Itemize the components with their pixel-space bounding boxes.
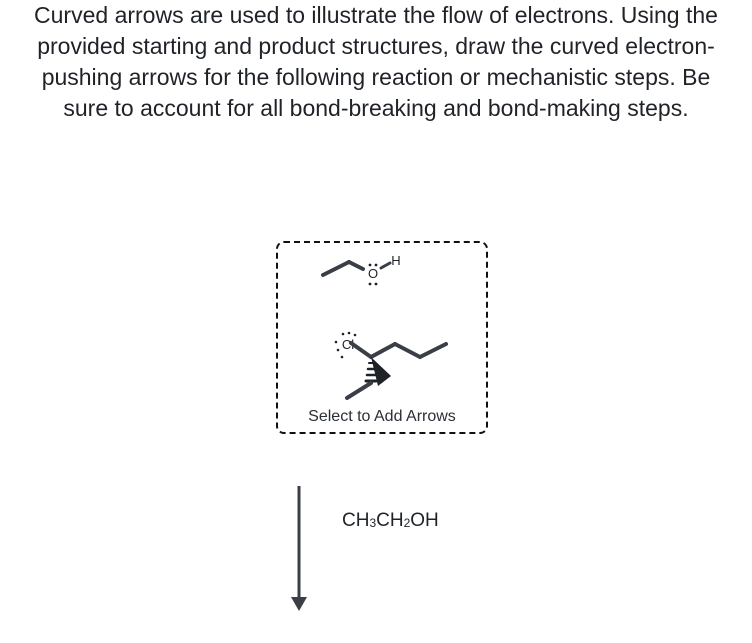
reaction-arrow-icon bbox=[291, 486, 307, 611]
bond-hash-chain bbox=[345, 381, 373, 400]
bond-c2-o bbox=[347, 260, 365, 271]
bond-center-methyl bbox=[349, 341, 373, 359]
bond-ethyl-chain-2 bbox=[418, 342, 448, 359]
reagent-label: CH3CH2OH bbox=[342, 510, 439, 531]
bond-center-ethyl bbox=[369, 342, 397, 359]
bond-ethyl-chain-1 bbox=[393, 342, 422, 359]
select-to-add-arrows-label: Select to Add Arrows bbox=[308, 408, 456, 425]
carbocation-fragment bbox=[345, 341, 448, 400]
hydrogen-atom-label: H bbox=[391, 253, 400, 268]
oxygen-lone-pairs bbox=[368, 263, 378, 286]
wedge-bond bbox=[371, 357, 391, 386]
chloride-lone-pairs bbox=[334, 331, 357, 359]
chloride-ion: Cl bbox=[334, 331, 357, 359]
chlorine-atom-label: Cl bbox=[342, 337, 354, 352]
ethanol-molecule: O H bbox=[321, 253, 401, 286]
bond-o-h bbox=[379, 261, 392, 270]
oxygen-atom-label: O bbox=[368, 266, 378, 281]
question-text: Curved arrows are used to illustrate the… bbox=[34, 2, 718, 121]
molecule-drawing: O H Cl bbox=[321, 253, 448, 400]
bond-c1-c2 bbox=[321, 260, 351, 277]
arrow-drawing-canvas[interactable]: O H Cl bbox=[276, 241, 488, 434]
